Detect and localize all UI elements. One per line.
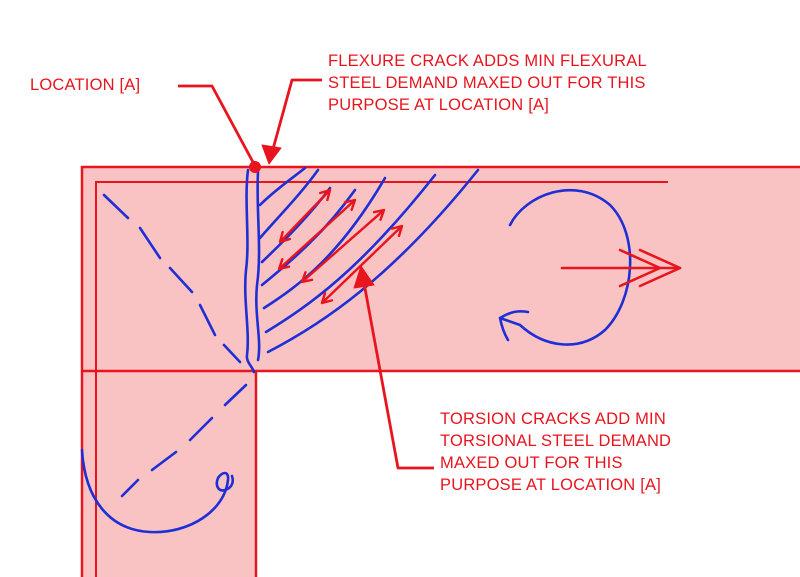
torsion-leader xyxy=(360,271,434,470)
flexure-leader-head xyxy=(261,144,282,165)
leader-lines xyxy=(178,78,434,470)
beam-member xyxy=(82,167,800,371)
location-a-point xyxy=(249,161,261,173)
flexure-note-line: PURPOSE AT LOCATION [A] xyxy=(328,96,549,114)
torsion-crack xyxy=(266,168,480,354)
diagonal-dashed-crack xyxy=(102,193,242,364)
torsion-note-line: MAXED OUT FOR THIS xyxy=(440,454,623,472)
reinforcement-line xyxy=(95,181,668,577)
column-dashed-crack xyxy=(120,383,248,498)
flexure-leader xyxy=(268,78,322,161)
location-a-text: LOCATION [A] xyxy=(30,76,141,94)
torsion-note-line: PURPOSE AT LOCATION [A] xyxy=(440,476,661,494)
flexure-crack-secondary xyxy=(255,170,261,362)
column-rotation-sketch xyxy=(80,448,235,534)
torsion-note-line: TORSION CRACKS ADD MIN xyxy=(440,410,666,428)
torsion-leader-head xyxy=(353,265,375,289)
torsion-stress-arrow xyxy=(278,188,332,244)
flexure-crack-note: FLEXURE CRACK ADDS MIN FLEXURAL STEEL DE… xyxy=(328,50,647,116)
torsion-crack xyxy=(258,168,320,240)
torsion-crack xyxy=(262,176,387,310)
torsion-stress-arrow xyxy=(277,198,357,271)
torsion-note-line: TORSIONAL STEEL DEMAND xyxy=(440,432,672,450)
torsion-stress-arrow xyxy=(320,224,404,305)
crack-sketches xyxy=(80,166,632,534)
torsion-crack-note: TORSION CRACKS ADD MIN TORSIONAL STEEL D… xyxy=(440,408,671,496)
torsion-crack xyxy=(264,173,437,334)
flexure-note-line: STEEL DEMAND MAXED OUT FOR THIS xyxy=(328,74,646,92)
axial-arrow-head xyxy=(618,248,682,288)
flexure-crack xyxy=(243,168,256,374)
flexure-note-line: FLEXURE CRACK ADDS MIN FLEXURAL xyxy=(328,52,647,70)
location-a-label: LOCATION [A] xyxy=(30,74,140,96)
torsion-stress-arrows xyxy=(277,188,404,305)
torsion-crack xyxy=(258,166,307,207)
torsion-stress-arrow xyxy=(300,208,386,284)
beam-axial-arrow xyxy=(560,248,682,288)
column-member xyxy=(82,371,257,577)
location-leader xyxy=(178,84,256,165)
